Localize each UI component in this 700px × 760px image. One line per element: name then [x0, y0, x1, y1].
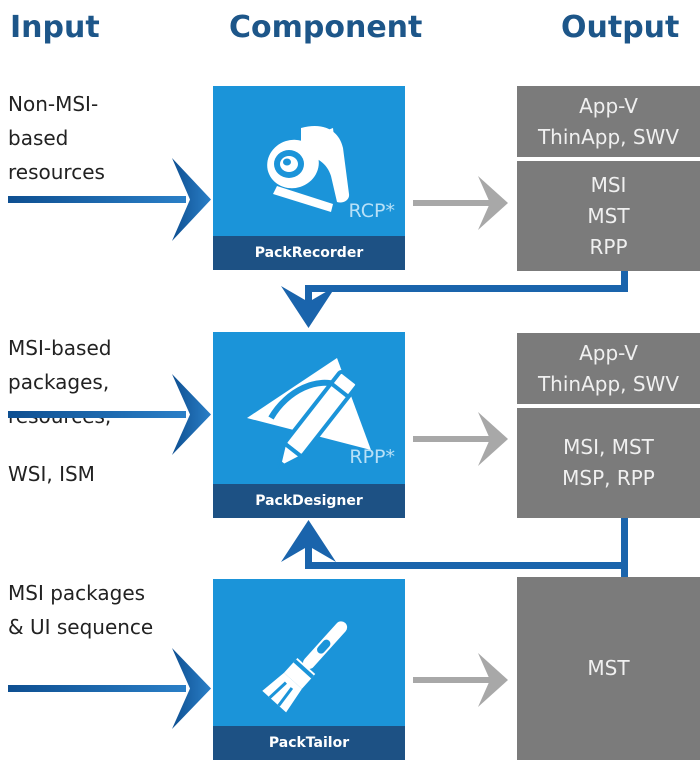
output-box-mst: MST: [517, 577, 700, 760]
input-arrow-3: [8, 648, 211, 729]
output-arrow-1: [413, 176, 508, 230]
connector-designer-loop: [281, 518, 628, 577]
brush-icon: [262, 621, 348, 713]
header-output: Output: [561, 10, 680, 45]
camera-icon: [267, 126, 350, 212]
component-packtailor: PackTailor: [213, 579, 405, 760]
output-box-packages-2: MSI, MST MSP, RPP: [517, 408, 700, 518]
output-box-packages-1: MSI MST RPP: [517, 161, 700, 271]
output-arrow-3: [413, 653, 508, 707]
output-box-virtualization-2: App-V ThinApp, SWV: [517, 333, 700, 404]
output-arrow-2: [413, 412, 508, 466]
connector-recorder-to-designer: [281, 271, 628, 328]
input-label-1: Non-MSI- based resources: [8, 92, 105, 184]
output-box-virtualization-1: App-V ThinApp, SWV: [517, 86, 700, 157]
input-label-3: MSI packages & UI sequence: [8, 581, 154, 639]
component-tag-rpp: RPP*: [349, 446, 395, 468]
header-input: Input: [10, 10, 100, 45]
component-name-packrecorder: PackRecorder: [213, 236, 405, 270]
component-packdesigner: RPP* PackDesigner: [213, 332, 405, 518]
pencil-triangle-icon: [247, 358, 371, 473]
component-tag-rcp: RCP*: [348, 200, 395, 222]
header-component: Component: [229, 10, 423, 45]
component-name-packtailor: PackTailor: [213, 726, 405, 760]
input-arrow-1: [8, 158, 211, 241]
component-name-packdesigner: PackDesigner: [213, 484, 405, 518]
component-packrecorder: RCP* PackRecorder: [213, 86, 405, 270]
input-arrow-2: [8, 374, 211, 455]
